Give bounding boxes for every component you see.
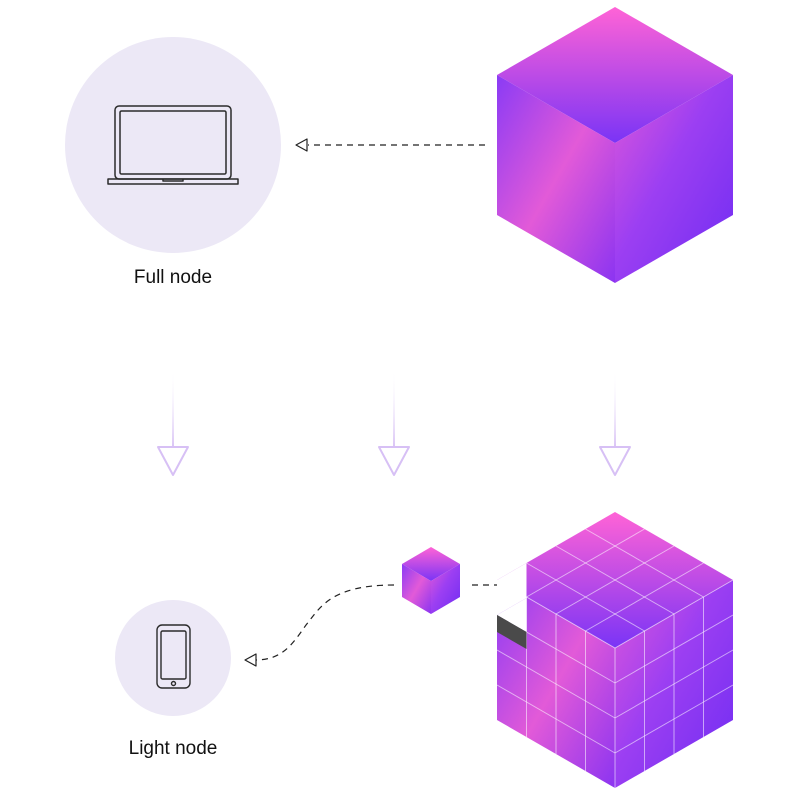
full-node-circle: [65, 37, 281, 253]
full-node-label: Full node: [134, 267, 212, 288]
smartphone-icon: [156, 624, 191, 689]
down-arrow: [599, 368, 631, 476]
light-node-circle: [115, 600, 231, 716]
light-node: [115, 600, 231, 716]
light-node-label: Light node: [129, 738, 218, 759]
down-arrow: [157, 368, 189, 476]
full-node: [65, 37, 281, 253]
small-block-cube: [402, 547, 460, 614]
large-block-cube: [497, 7, 733, 283]
down-arrow: [378, 368, 410, 476]
segmented-block-cube: [496, 512, 734, 788]
laptop-icon: [107, 105, 239, 185]
sync-arrow-light: [244, 584, 395, 667]
sync-arrow-full: [295, 138, 485, 152]
